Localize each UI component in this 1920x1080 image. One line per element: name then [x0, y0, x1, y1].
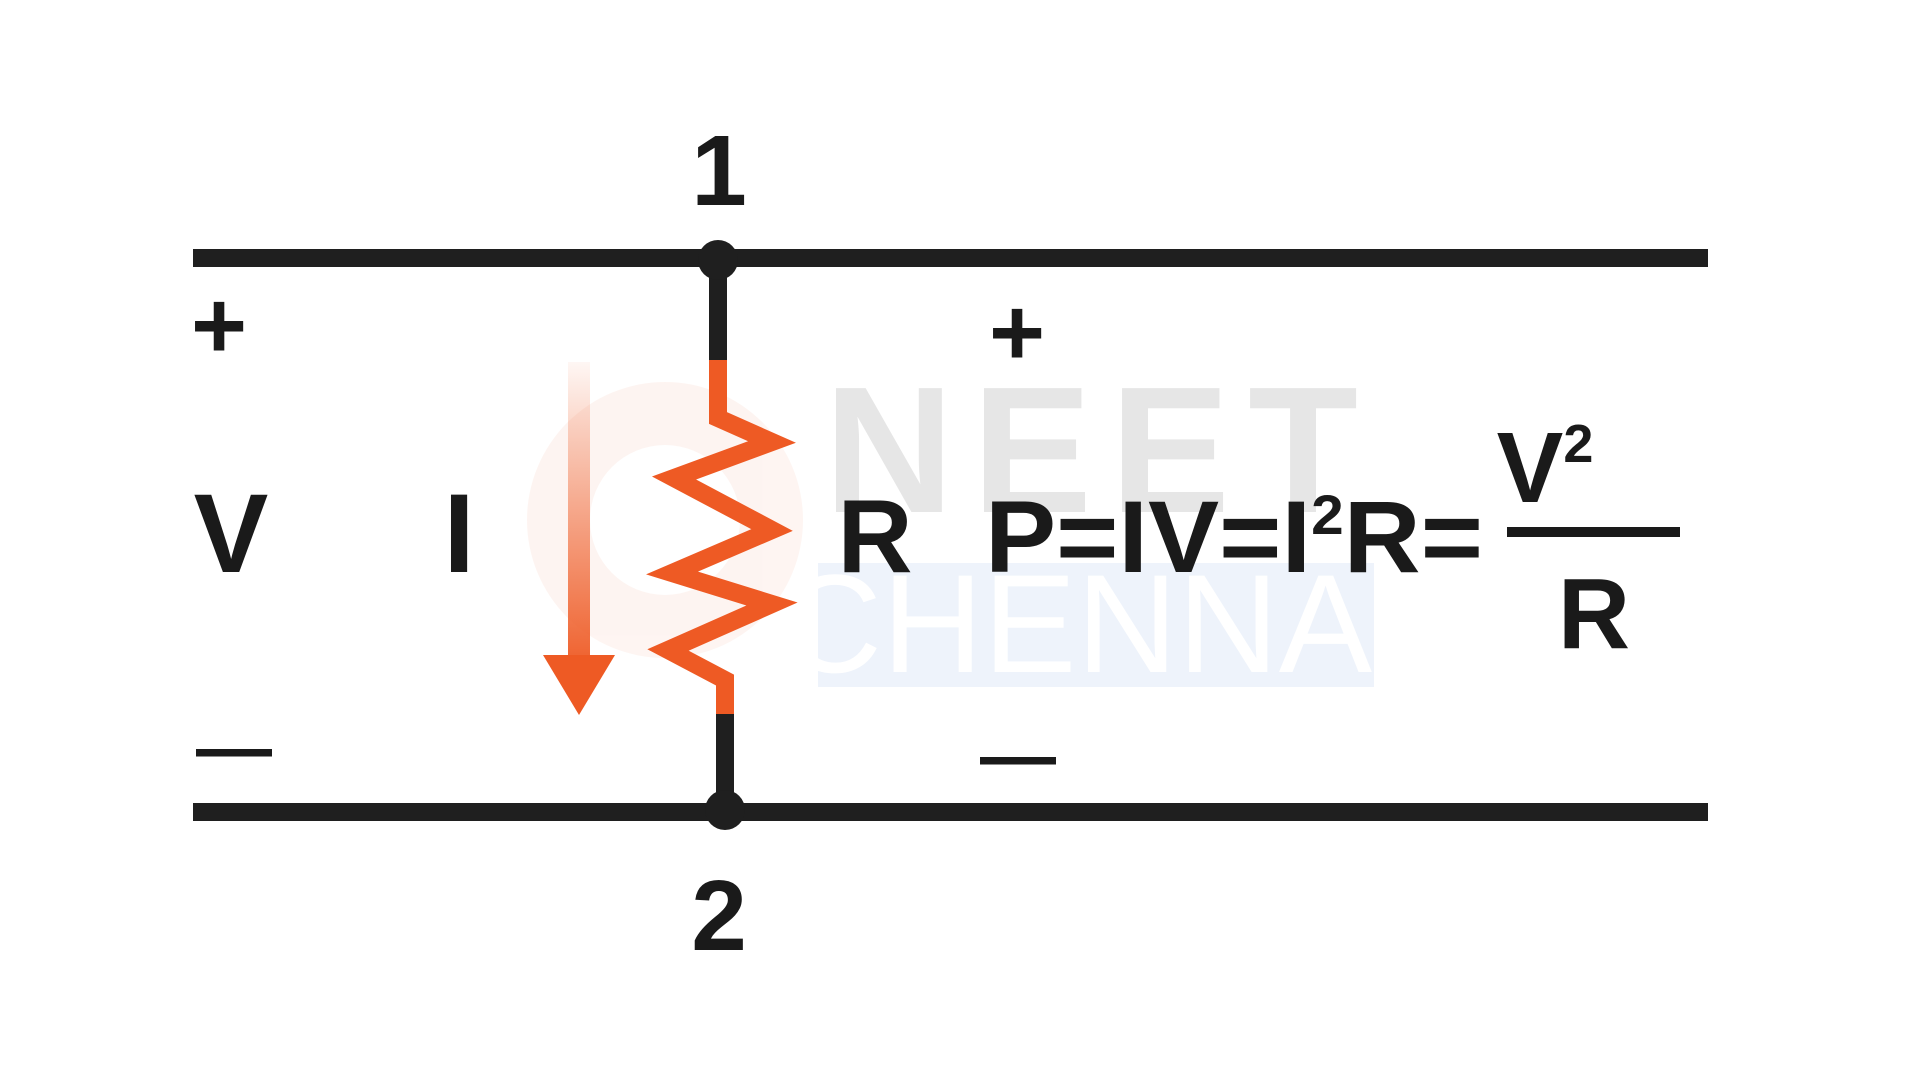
fraction-denominator: R [1558, 558, 1630, 670]
watermark-line2: CHENNAI [781, 545, 1411, 702]
resistor-label: R [837, 479, 912, 595]
node-1-label: 1 [691, 115, 747, 227]
plus-right-label: + [989, 279, 1045, 386]
node-1-dot [698, 240, 738, 280]
watermark-box [818, 563, 1374, 687]
resistor-icon [646, 360, 798, 714]
plus-left-label: + [191, 272, 247, 379]
node-2-dot [705, 790, 745, 830]
formula-superscript: 2 [1311, 483, 1344, 546]
fraction-numerator: V2 [1497, 412, 1594, 524]
watermark-line1: NEET [824, 350, 1376, 551]
formula-part2: R= [1344, 480, 1483, 594]
node-2-label: 2 [691, 860, 747, 972]
minus-left-label: — [196, 705, 272, 790]
current-arrow-icon [543, 362, 615, 715]
current-label: I [443, 471, 474, 596]
numerator-superscript: 2 [1563, 414, 1593, 474]
minus-right-label: — [980, 713, 1056, 798]
voltage-label: V [194, 471, 269, 596]
formula-part1: P=IV=I [985, 480, 1311, 594]
numerator-letter: V [1497, 412, 1564, 524]
